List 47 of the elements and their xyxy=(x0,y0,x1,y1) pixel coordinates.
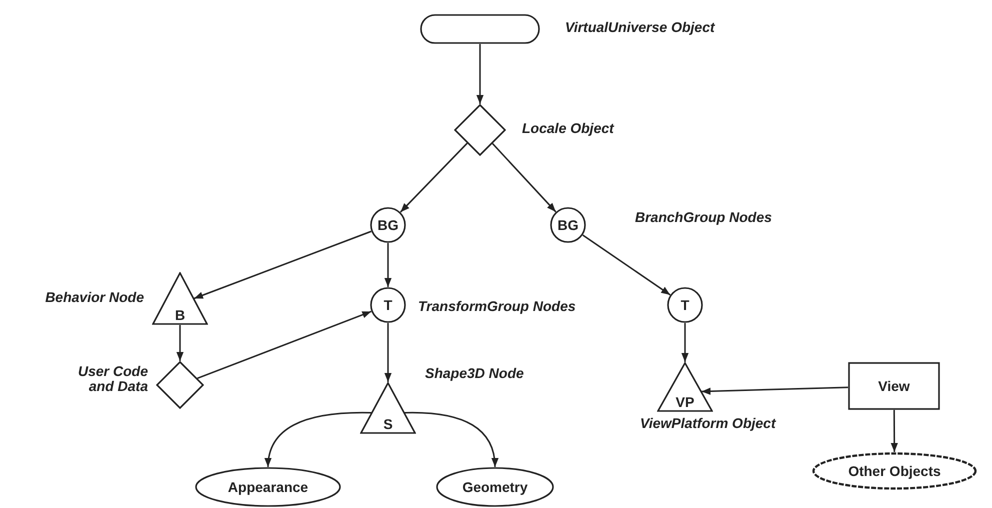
node-label: B xyxy=(174,308,186,322)
arrow xyxy=(176,325,184,361)
arrow xyxy=(194,230,372,300)
node-label: VP xyxy=(676,395,694,409)
object-box xyxy=(420,14,540,44)
arrow xyxy=(384,323,392,382)
arrow xyxy=(265,412,372,468)
leaf-node-triangle xyxy=(657,362,713,412)
node-caption: Behavior Node xyxy=(44,290,144,305)
arrow xyxy=(197,310,372,380)
group-caption: BranchGroup Nodes xyxy=(635,208,772,227)
node-caption: Locale Object xyxy=(522,121,616,136)
group-caption: TransformGroup Nodes xyxy=(418,297,576,316)
node-label: Other Objects xyxy=(848,464,941,478)
arrow xyxy=(400,142,468,213)
node-label: T xyxy=(384,298,392,312)
arrow xyxy=(476,44,484,104)
node-caption: ViewPlatform Object xyxy=(640,416,777,431)
component-ellipse xyxy=(436,467,554,507)
group-node-circle xyxy=(667,287,703,323)
node-caption: VirtualUniverse Object xyxy=(565,20,716,35)
arrow xyxy=(890,410,898,452)
diamond-node xyxy=(156,361,204,409)
node-label: Appearance xyxy=(228,480,308,494)
arrow xyxy=(492,142,556,212)
group-node-circle xyxy=(550,207,586,243)
node-caption: User Code and Data xyxy=(76,364,148,394)
arrow xyxy=(702,386,848,395)
node-label: BG xyxy=(558,218,578,232)
node-caption: Shape3D Node xyxy=(425,366,525,381)
diamond-node xyxy=(454,104,506,156)
node-label: View xyxy=(878,379,910,393)
component-ellipse xyxy=(195,467,341,507)
leaf-node-triangle xyxy=(360,382,416,434)
node-label: T xyxy=(680,298,690,312)
node-label: S xyxy=(383,417,393,431)
leaf-node-triangle xyxy=(152,272,208,325)
node-label: BG xyxy=(378,218,398,232)
arrow xyxy=(681,323,689,362)
view-box xyxy=(848,362,940,410)
node-label: Geometry xyxy=(462,480,528,494)
group-node-circle xyxy=(370,287,406,323)
arrow xyxy=(582,234,671,296)
group-node-circle xyxy=(370,207,406,243)
arrow xyxy=(404,412,498,468)
arrow xyxy=(384,243,392,287)
objects-cloud xyxy=(812,452,977,490)
